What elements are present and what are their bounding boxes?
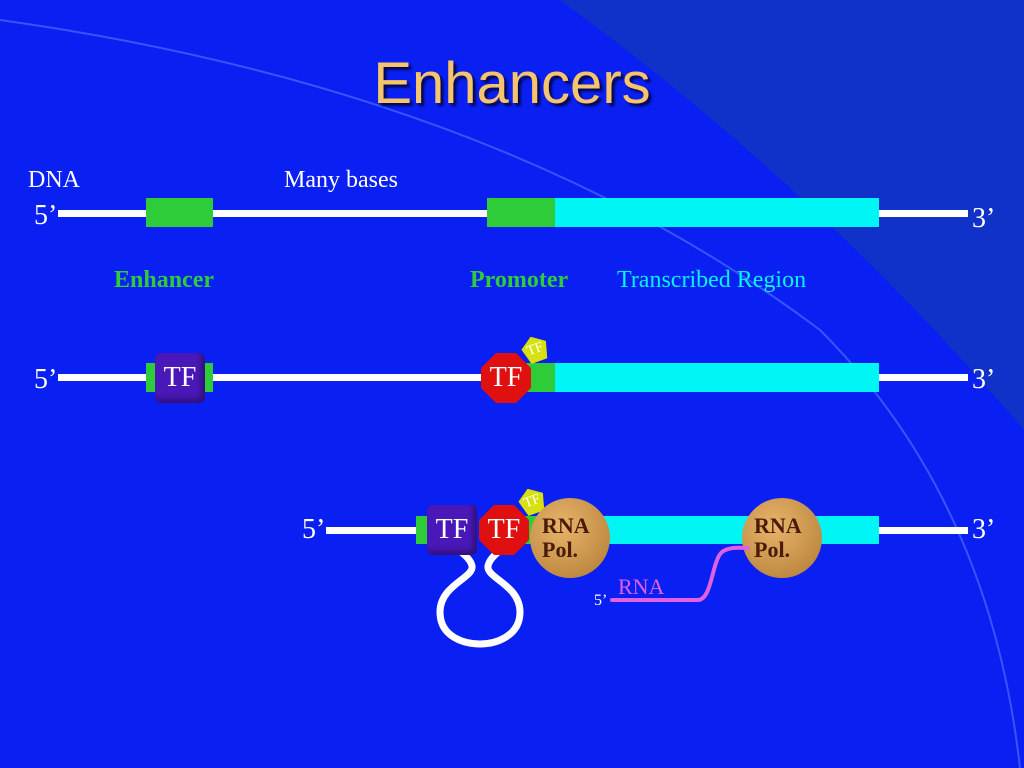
- rna-polymerase-initiating: RNA Pol.: [530, 498, 610, 578]
- transcribed-region-label: Transcribed Region: [617, 267, 807, 293]
- dna-strand-row3-left: [326, 527, 438, 534]
- three-prime-label-row2: 3’: [972, 364, 996, 395]
- rna-five-prime-label: 5’: [594, 592, 608, 609]
- enhancer-region-row1: [146, 198, 213, 227]
- five-prime-label-row2: 5’: [34, 364, 58, 395]
- rna-label: RNA: [618, 574, 665, 599]
- rna-pol-label-line1: RNA: [542, 513, 590, 538]
- tf-enhancer-binding-row2: TF: [155, 353, 205, 403]
- transcribed-region-row2: [555, 363, 879, 392]
- tf-enhancer-binding-row3: TF: [427, 505, 477, 555]
- rna-polymerase-elongating: RNA Pol.: [742, 498, 822, 578]
- many-bases-label: Many bases: [284, 167, 398, 193]
- transcribed-region-row3: [560, 516, 879, 544]
- promoter-label: Promoter: [470, 267, 569, 293]
- enhancer-region-row3: [416, 516, 428, 544]
- enhancer-label: Enhancer: [114, 267, 215, 293]
- tf-promoter-binding-row3: TF: [479, 505, 529, 555]
- rna-pol-label-line2: Pol.: [754, 537, 791, 562]
- promoter-region-row1: [487, 198, 555, 227]
- rna-pol-label-line2: Pol.: [542, 537, 579, 562]
- rna-pol-label-line1: RNA: [754, 513, 802, 538]
- three-prime-label-row1: 3’: [972, 203, 996, 234]
- five-prime-label-row1: 5’: [34, 200, 58, 231]
- slide-title: Enhancers: [373, 51, 651, 116]
- five-prime-label-row3: 5’: [302, 514, 326, 545]
- tf-promoter-binding-row2: TF: [481, 353, 531, 403]
- dna-label: DNA: [28, 167, 80, 193]
- three-prime-label-row3: 3’: [972, 514, 996, 545]
- transcribed-region-row1: [555, 198, 879, 227]
